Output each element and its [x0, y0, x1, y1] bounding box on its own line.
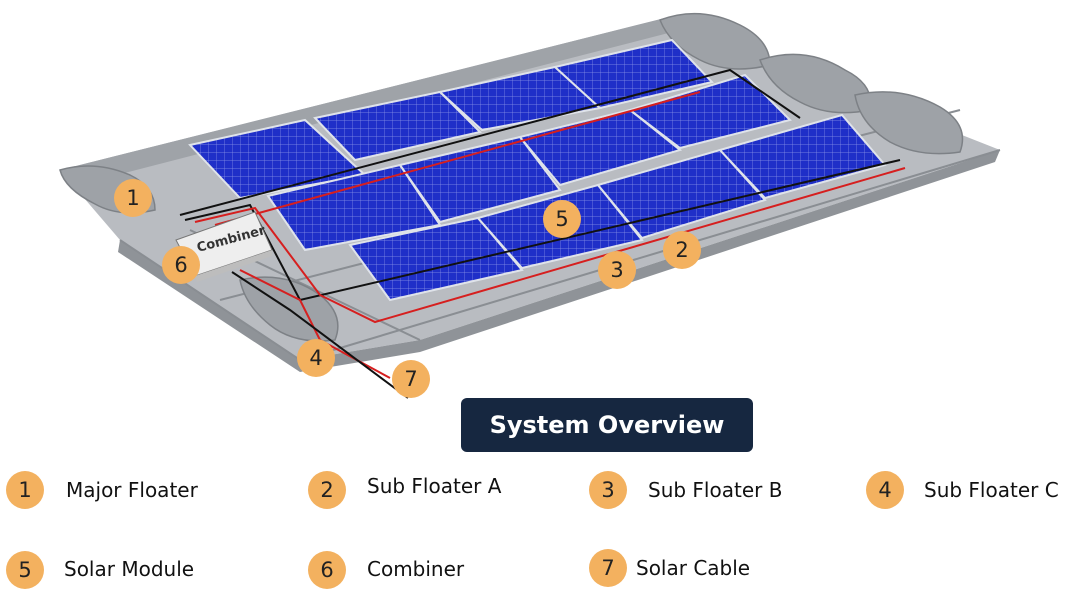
- callout-5: 5: [543, 200, 581, 238]
- legend-badge-7: 7: [589, 549, 627, 587]
- callout-6: 6: [162, 246, 200, 284]
- legend-label-2: Sub Floater A: [367, 474, 502, 498]
- callout-7: 7: [392, 360, 430, 398]
- legend-label-7: Solar Cable: [636, 556, 751, 580]
- callout-4: 4: [297, 339, 335, 377]
- legend-label-6: Combiner: [367, 557, 465, 581]
- callout-3: 3: [598, 251, 636, 289]
- legend-label-5: Solar Module: [64, 557, 195, 581]
- legend-badge-6: 6: [308, 551, 346, 589]
- legend-label-4: Sub Floater C: [924, 478, 1059, 502]
- system-overview-title: System Overview: [461, 398, 753, 452]
- legend-label-1: Major Floater: [66, 478, 198, 502]
- legend-badge-4: 4: [866, 471, 904, 509]
- solar-cables: [179, 68, 906, 399]
- legend-badge-5: 5: [6, 551, 44, 589]
- callout-1: 1: [114, 179, 152, 217]
- solar-modules: [188, 38, 887, 302]
- legend-badge-1: 1: [6, 471, 44, 509]
- callout-2: 2: [663, 231, 701, 269]
- legend-label-3: Sub Floater B: [648, 478, 783, 502]
- legend-badge-3: 3: [589, 471, 627, 509]
- legend-badge-2: 2: [308, 471, 346, 509]
